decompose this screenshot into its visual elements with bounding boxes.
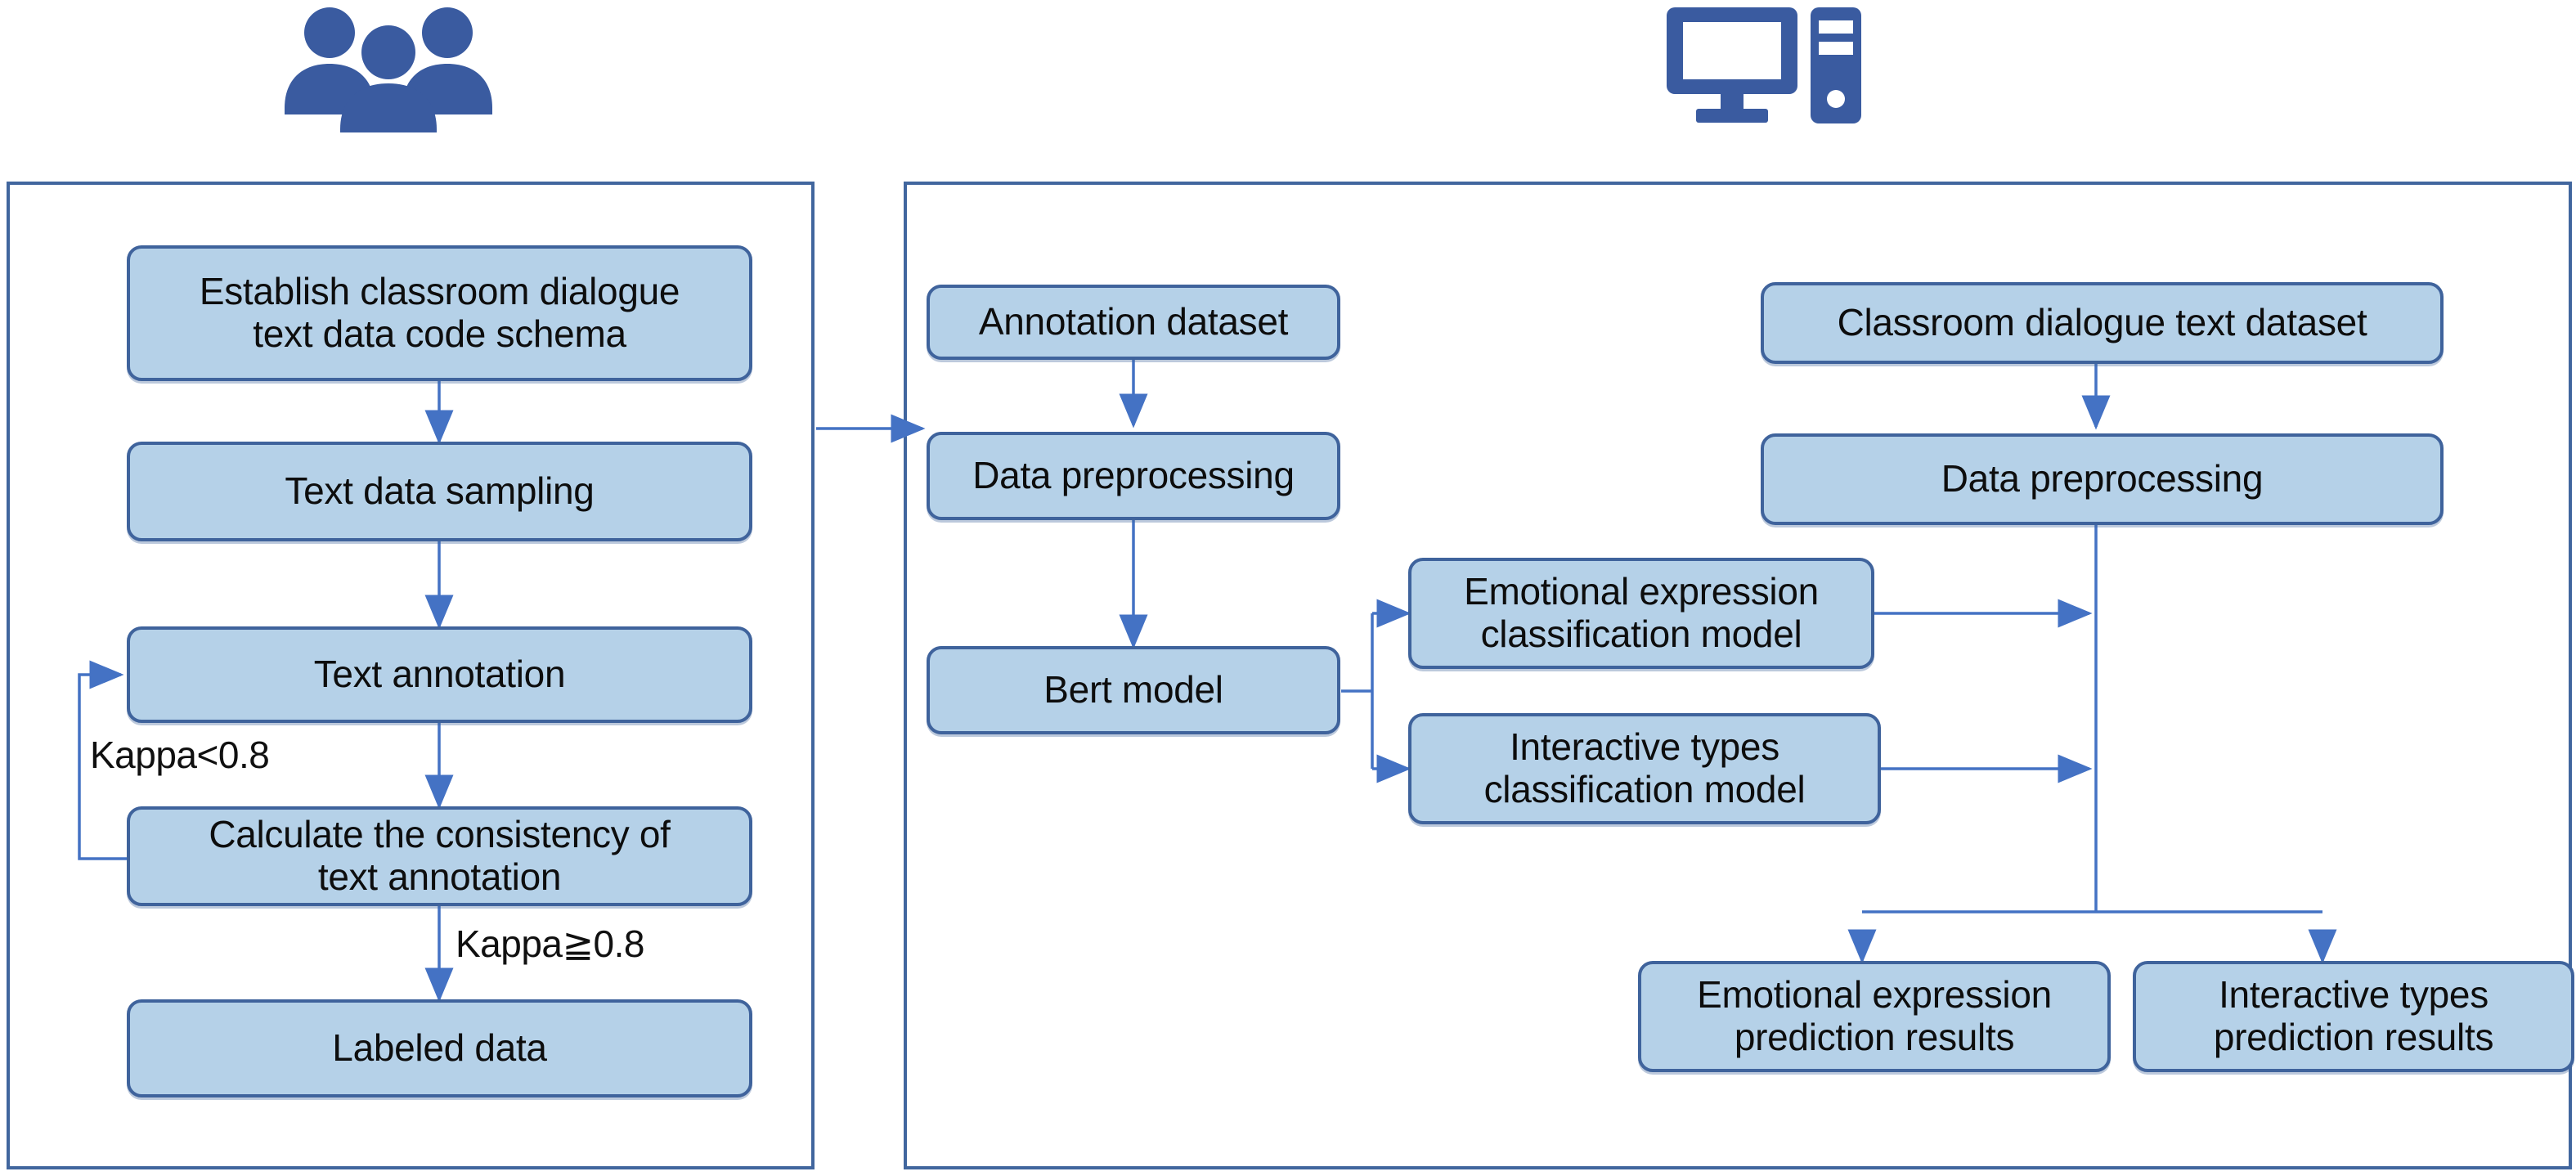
node-bert-model-label: Bert model xyxy=(1043,668,1223,711)
node-data-preprocessing-right[interactable]: Data preprocessing xyxy=(1761,433,2444,525)
node-text-annotation[interactable]: Text annotation xyxy=(127,626,752,723)
desktop-computer-icon xyxy=(1667,7,1861,123)
node-data-preprocessing-left[interactable]: Data preprocessing xyxy=(927,432,1340,520)
node-text-data-sampling[interactable]: Text data sampling xyxy=(127,442,752,541)
node-data-preprocessing-left-label: Data preprocessing xyxy=(972,454,1295,497)
node-classroom-dialogue-dataset-label: Classroom dialogue text dataset xyxy=(1837,301,2367,344)
node-labeled-data[interactable]: Labeled data xyxy=(127,999,752,1097)
node-annotation-dataset-label: Annotation dataset xyxy=(978,300,1289,343)
node-text-data-sampling-label: Text data sampling xyxy=(285,469,595,513)
node-data-preprocessing-right-label: Data preprocessing xyxy=(1941,457,2264,500)
edge-label-kappa-low: Kappa<0.8 xyxy=(90,734,270,776)
node-bert-model[interactable]: Bert model xyxy=(927,646,1340,734)
node-labeled-data-label: Labeled data xyxy=(332,1026,547,1070)
node-text-annotation-label: Text annotation xyxy=(313,653,566,696)
node-annotation-dataset[interactable]: Annotation dataset xyxy=(927,285,1340,360)
node-classroom-dialogue-dataset[interactable]: Classroom dialogue text dataset xyxy=(1761,282,2444,364)
edge-label-kappa-high: Kappa≧0.8 xyxy=(456,922,645,965)
people-group-icon xyxy=(285,7,492,132)
